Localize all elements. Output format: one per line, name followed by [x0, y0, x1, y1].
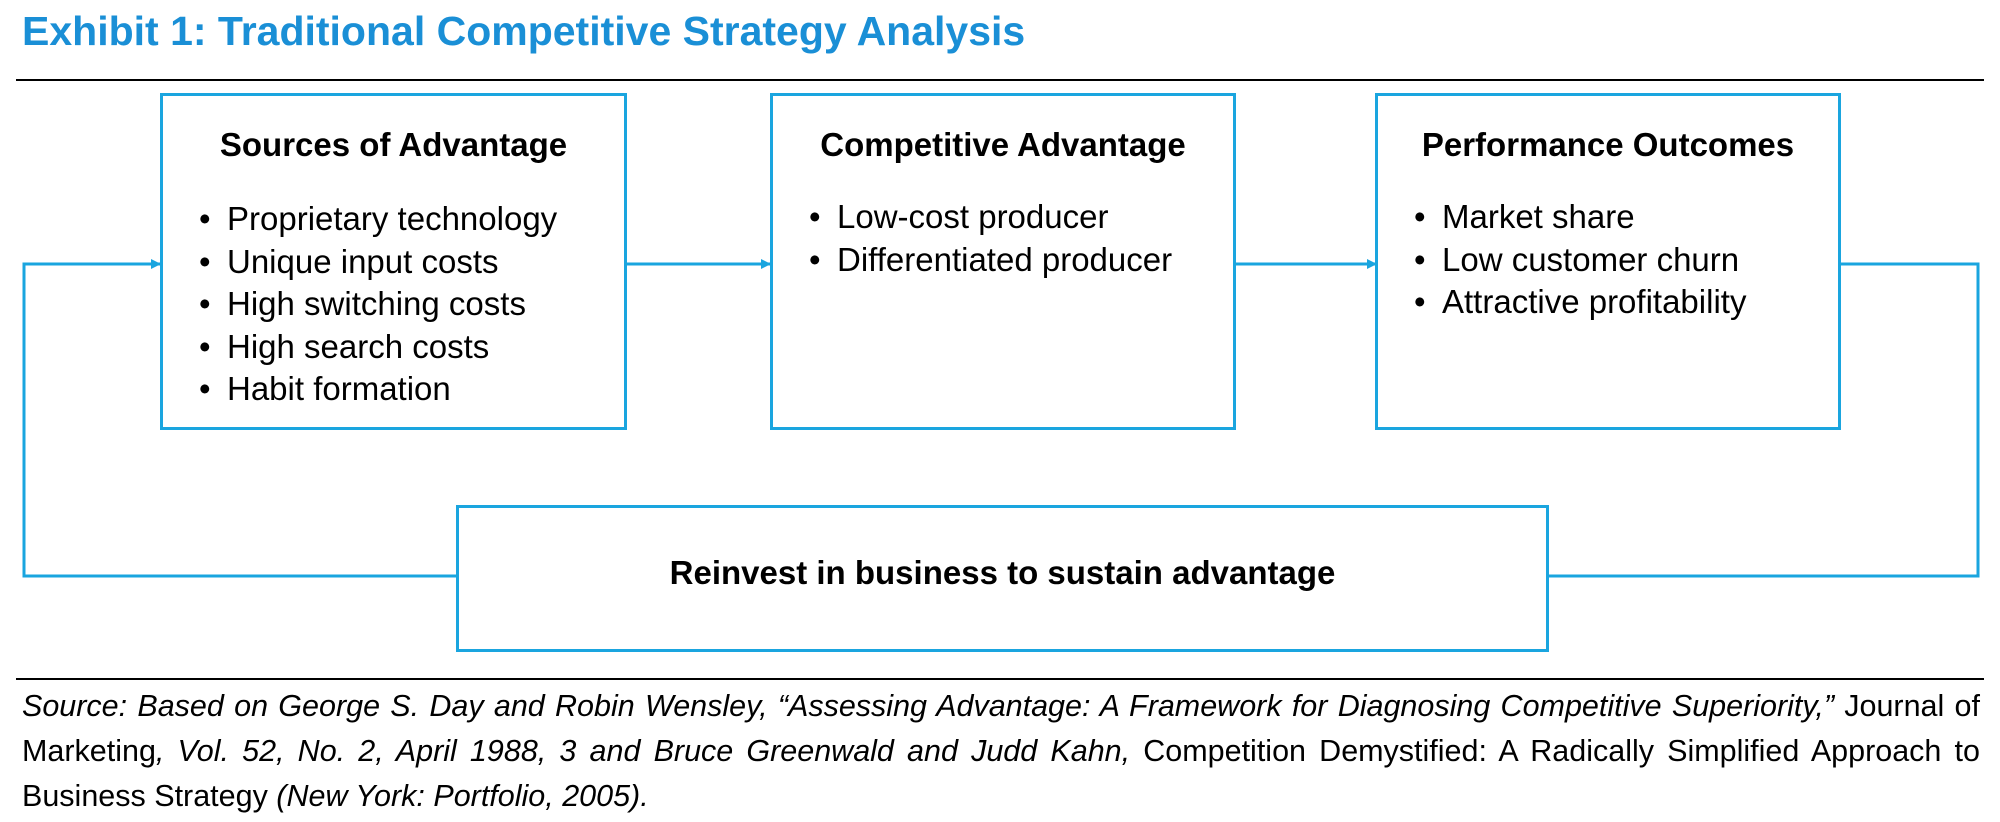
bullet-icon: •: [199, 370, 211, 407]
sources-of-advantage-title: Sources of Advantage: [219, 126, 568, 163]
bullet-icon: •: [809, 240, 821, 278]
competitive-advantage-title: Competitive Advantage: [820, 126, 1186, 163]
source-text-2: Journal of Marketing: [22, 689, 1980, 768]
line-performance-to-reinvest: [1548, 262, 1980, 578]
bullet-icon: •: [809, 198, 821, 235]
list-item: •Market share: [1414, 196, 1746, 239]
top-rule: [16, 79, 1984, 81]
bullet-icon: •: [1414, 198, 1426, 235]
reinvest-title: Reinvest in business to sustain advantag…: [669, 554, 1336, 591]
bullet-icon: •: [1414, 283, 1426, 320]
competitive-advantage-box: Competitive Advantage •Low-cost producer…: [770, 93, 1236, 430]
sources-list: •Proprietary technology •Unique input co…: [199, 198, 557, 411]
bullet-icon: •: [1414, 240, 1426, 278]
list-item: •Proprietary technology: [199, 198, 557, 241]
performance-outcomes-title: Performance Outcomes: [1421, 126, 1795, 163]
arrow-reinvest-to-sources: [22, 259, 457, 578]
bullet-icon: •: [199, 285, 211, 322]
bullet-icon: •: [199, 200, 211, 237]
bullet-icon: •: [199, 242, 211, 280]
source-text-3: , Vol. 52, No. 2, April 1988, 3 and Bruc…: [155, 734, 1131, 768]
bottom-rule: [16, 678, 1984, 680]
list-item: •Attractive profitability: [1414, 281, 1746, 324]
reinvest-box: Reinvest in business to sustain advantag…: [456, 505, 1549, 652]
list-item: •Habit formation: [199, 368, 557, 411]
list-item: •Low-cost producer: [809, 196, 1172, 239]
exhibit-title: Exhibit 1: Traditional Competitive Strat…: [22, 8, 1026, 54]
list-item: •Unique input costs: [199, 241, 557, 284]
source-text-1: Source: Based on George S. Day and Robin…: [22, 689, 1834, 723]
list-item: •High switching costs: [199, 283, 557, 326]
performance-list: •Market share •Low customer churn •Attra…: [1414, 196, 1746, 324]
bullet-icon: •: [199, 327, 211, 365]
sources-of-advantage-box: Sources of Advantage •Proprietary techno…: [160, 93, 627, 430]
list-item: •Differentiated producer: [809, 239, 1172, 282]
source-text-5: (New York: Portfolio, 2005).: [276, 779, 649, 813]
performance-outcomes-box: Performance Outcomes •Market share •Low …: [1375, 93, 1841, 430]
list-item: •Low customer churn: [1414, 239, 1746, 282]
list-item: •High search costs: [199, 326, 557, 369]
source-citation: Source: Based on George S. Day and Robin…: [22, 684, 1980, 819]
competitive-list: •Low-cost producer •Differentiated produ…: [809, 196, 1172, 281]
source-text-4: Competition Demystified: A Radically Sim…: [22, 734, 1980, 813]
